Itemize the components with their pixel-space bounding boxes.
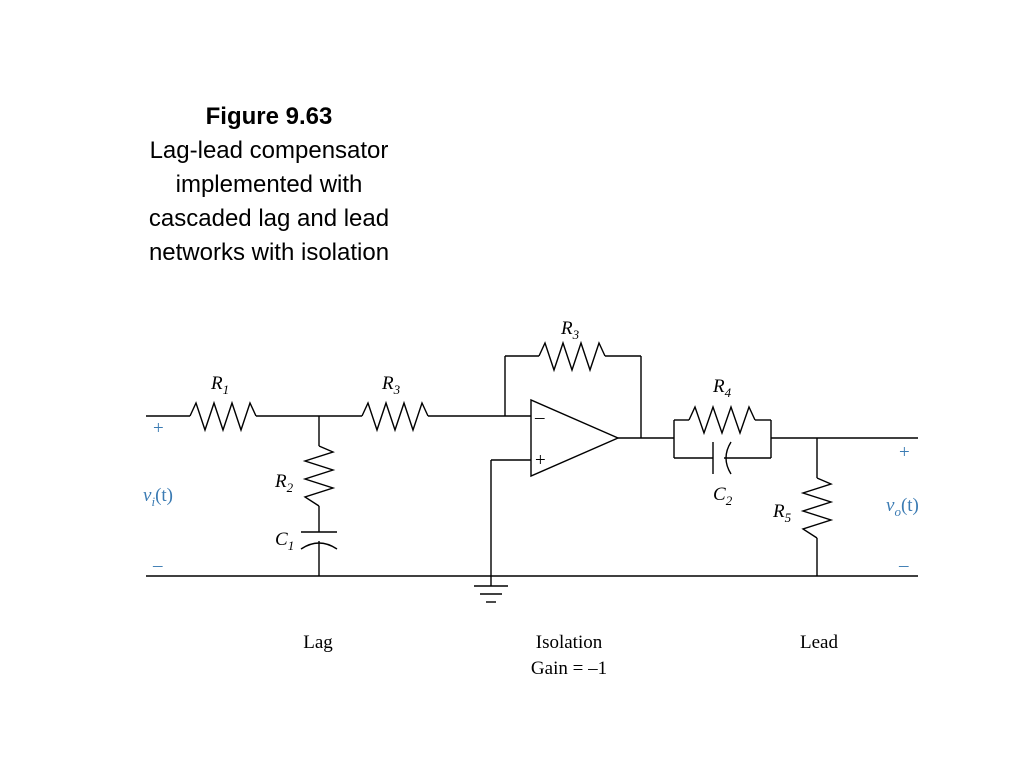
resistor-r1 bbox=[189, 400, 257, 433]
output-plus: + bbox=[899, 442, 910, 463]
resistor-r2 bbox=[302, 445, 336, 507]
caption-line-1: Lag-lead compensator bbox=[149, 137, 389, 164]
input-minus: – bbox=[152, 555, 163, 576]
label-r1: R1 bbox=[210, 373, 229, 397]
label-r2: R2 bbox=[274, 471, 294, 495]
output-minus: – bbox=[898, 555, 909, 576]
figure-number: Figure 9.63 bbox=[205, 103, 333, 130]
resistor-r5 bbox=[800, 477, 834, 539]
label-r4: R4 bbox=[712, 376, 732, 400]
label-c2: C2 bbox=[713, 484, 733, 508]
input-voltage-label: vi(t) bbox=[143, 485, 173, 509]
label-r3-feedback: R3 bbox=[560, 318, 580, 342]
caption-line-3: cascaded lag and lead bbox=[148, 205, 390, 232]
section-isolation: Isolation bbox=[536, 632, 603, 653]
label-r3-input: R3 bbox=[381, 373, 401, 397]
resistor-r3-feedback bbox=[538, 340, 606, 373]
opamp-minus-sign: – bbox=[534, 407, 545, 428]
caption-line-4: networks with isolation bbox=[148, 239, 390, 266]
input-plus: + bbox=[153, 418, 164, 439]
opamp-plus-sign: + bbox=[535, 450, 546, 471]
resistor-r3-input bbox=[361, 400, 429, 433]
caption-line-2: implemented with bbox=[175, 171, 363, 198]
section-lead: Lead bbox=[800, 632, 838, 653]
output-voltage-label: vo(t) bbox=[886, 495, 919, 519]
label-c1: C1 bbox=[275, 529, 294, 553]
figure-caption: Figure 9.63 Lag-lead compensator impleme… bbox=[110, 100, 428, 270]
opamp-triangle bbox=[530, 398, 620, 478]
section-lag: Lag bbox=[303, 632, 333, 653]
section-gain: Gain = –1 bbox=[531, 658, 607, 679]
resistor-r4 bbox=[688, 404, 756, 436]
label-r5: R5 bbox=[772, 501, 792, 525]
